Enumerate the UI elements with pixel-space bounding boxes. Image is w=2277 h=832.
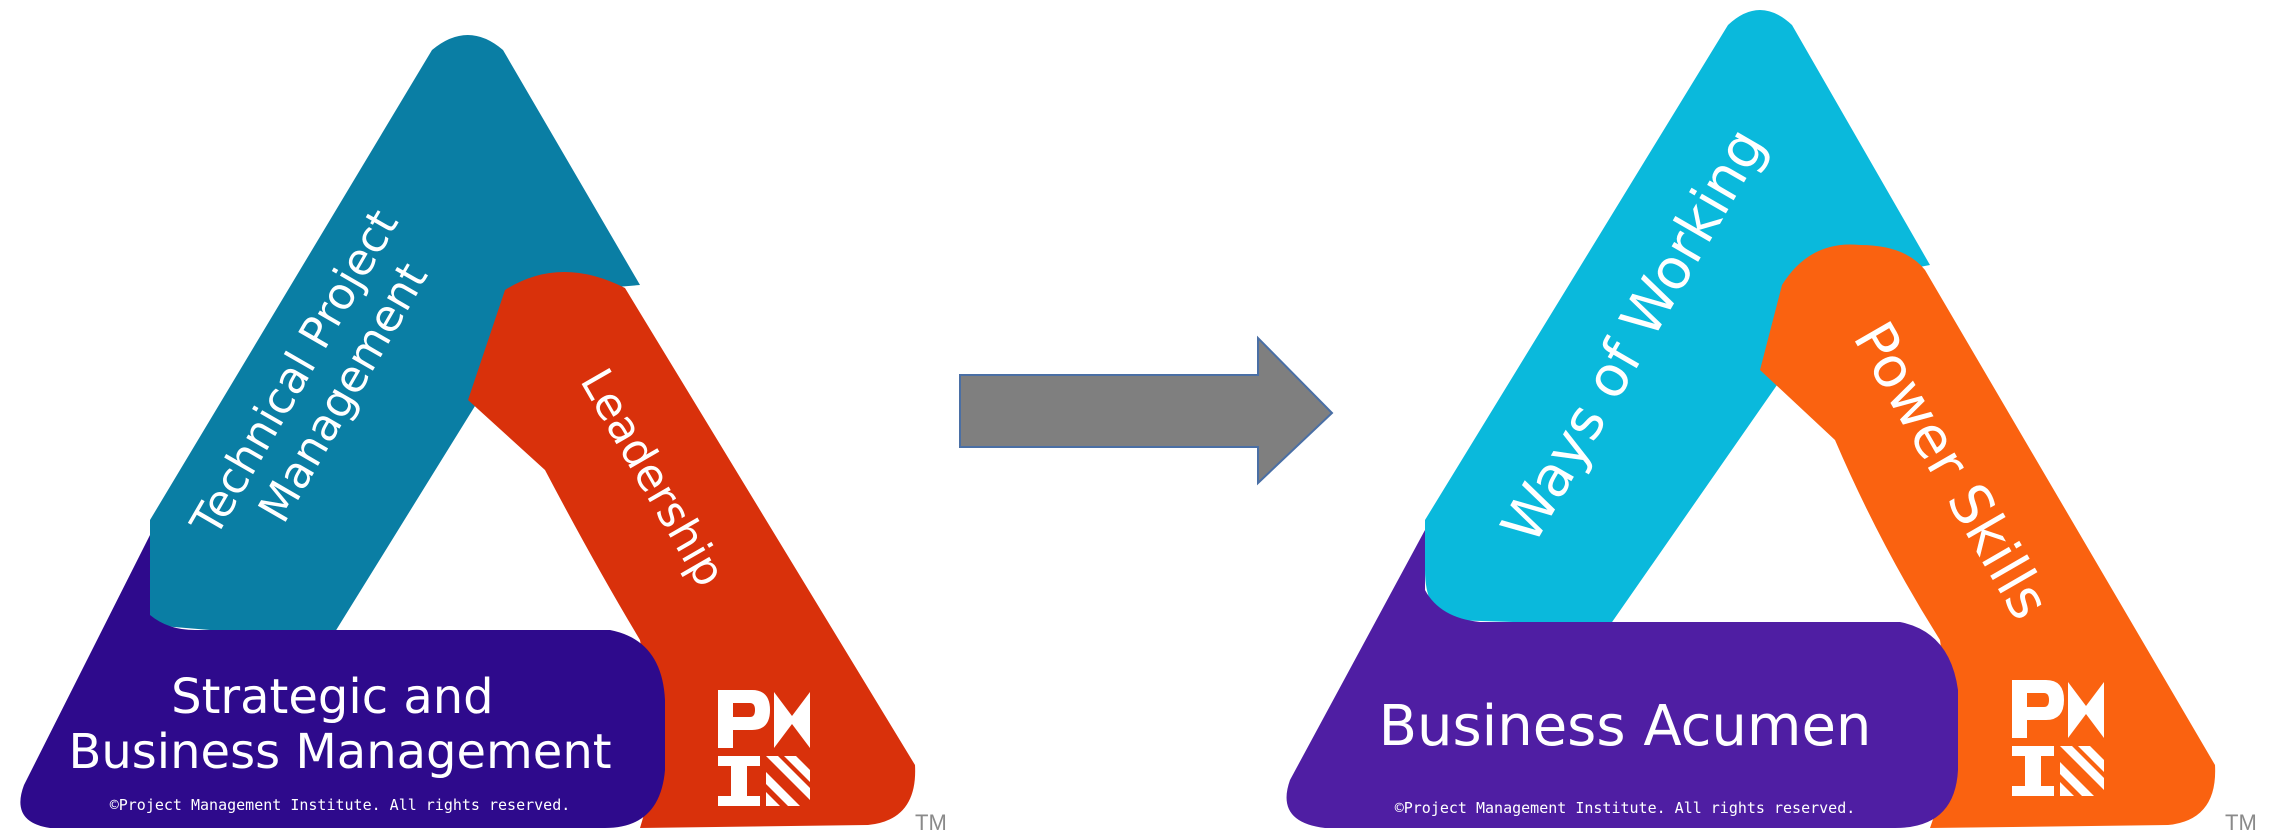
svg-text:Strategic and Business M: Strategic and Business Management [68,669,611,780]
old-triangle: Technical Project Management Leadership … [20,35,947,832]
new-copyright: ©Project Management Institute. All right… [1395,799,1856,817]
leadership-segment [468,271,916,828]
new-triangle: Ways of Working Power Skills Business Ac… [1286,10,2257,832]
old-trademark: TM [915,810,947,832]
old-copyright: ©Project Management Institute. All right… [110,796,571,814]
strategic-label-line1: Strategic and [171,669,494,725]
power-skills-segment [1760,244,2216,828]
strategic-segment [20,535,666,828]
new-trademark: TM [2225,810,2257,832]
strategic-label-line2: Business Management [68,724,611,780]
business-acumen-segment [1286,530,1958,828]
transition-arrow-icon [959,335,1334,486]
ways-of-working-segment [1425,10,1930,625]
business-acumen-label: Business Acumen [1379,694,1872,759]
technical-pm-segment [150,35,640,640]
